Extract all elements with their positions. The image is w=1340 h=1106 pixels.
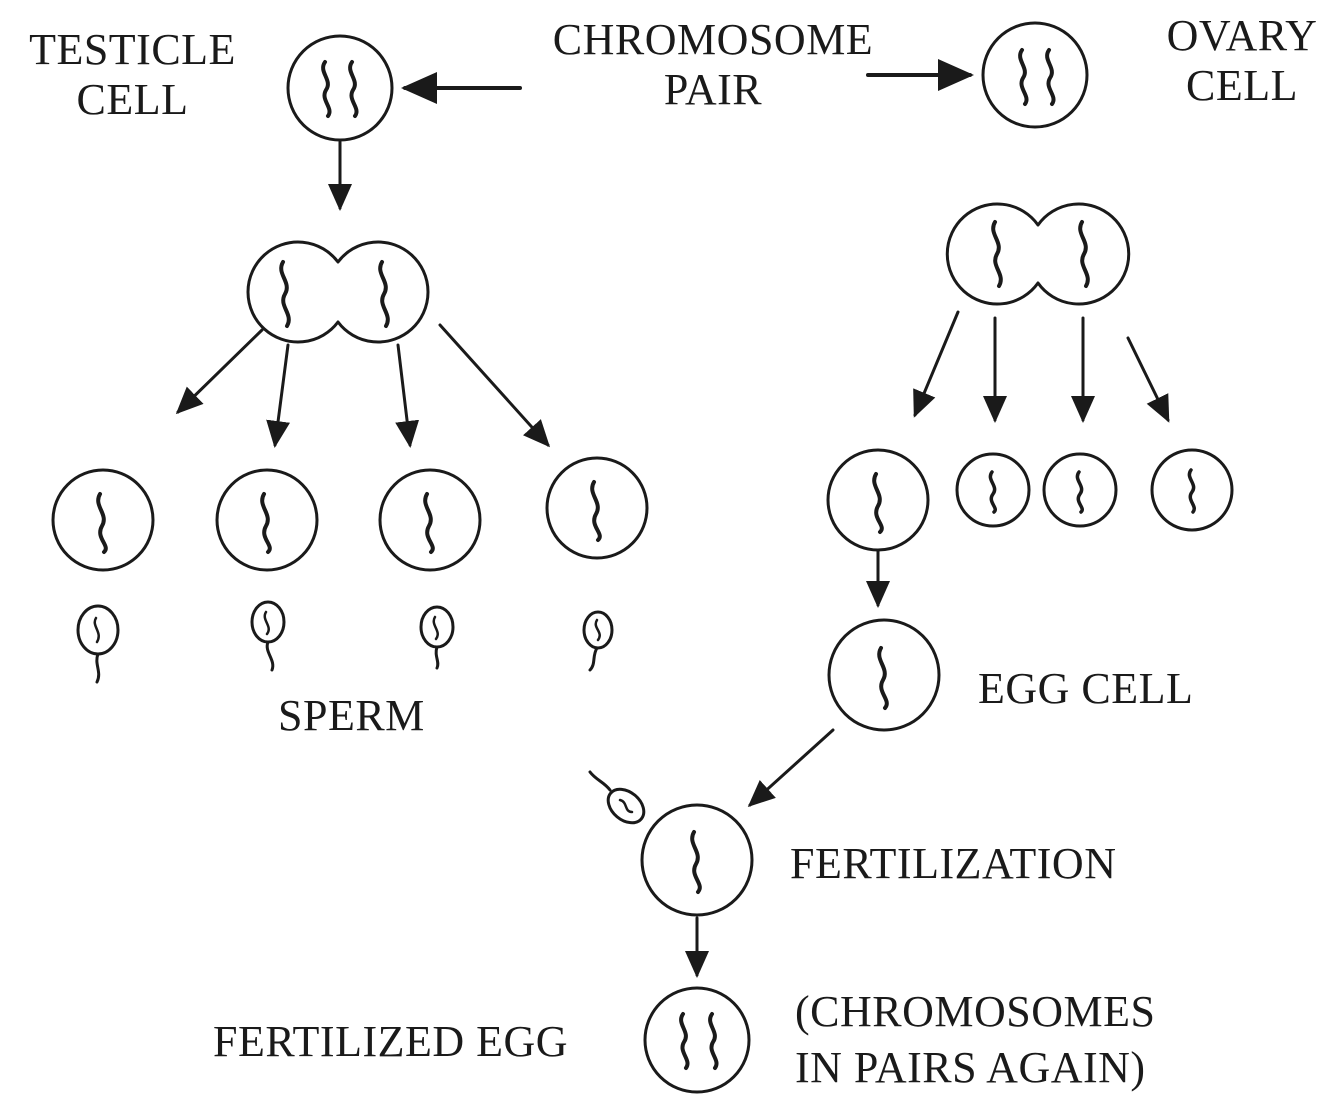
sperm-label: SPERM xyxy=(278,694,425,738)
chromosome-pair-label-line1: CHROMOSOME xyxy=(528,18,898,62)
egg-cell xyxy=(829,620,939,730)
sperm-cells xyxy=(78,602,612,682)
arrow-sperm-2 xyxy=(275,345,288,445)
testicle-cell-label-line1: TESTICLE xyxy=(20,28,245,72)
testicle-cell xyxy=(288,36,392,140)
ootid-and-polar-bodies xyxy=(828,450,1232,550)
testicle-cell-label: TESTICLE CELL xyxy=(20,28,245,122)
ovary-cell xyxy=(983,23,1087,127)
egg-cell-label: EGG CELL xyxy=(978,667,1193,711)
chromosome-pair-label-line2: PAIR xyxy=(528,68,898,112)
chromosomes-paired-note: (CHROMOSOMES IN PAIRS AGAIN) xyxy=(795,990,1156,1090)
fertilized-egg-label: FERTILIZED EGG xyxy=(213,1020,568,1064)
spermatid-cells xyxy=(53,458,647,570)
fertilization-cell xyxy=(590,772,752,915)
dividing-sperm-cell xyxy=(248,242,428,342)
arrow-sperm-4 xyxy=(440,325,548,445)
chromosome-pair-label: CHROMOSOME PAIR xyxy=(528,18,898,112)
ovary-cell-label-line2: CELL xyxy=(1148,64,1336,108)
ovary-cell-label-line1: OVARY xyxy=(1148,14,1336,58)
dividing-ovary-cell xyxy=(947,204,1128,304)
chromosomes-paired-note-line2: IN PAIRS AGAIN) xyxy=(795,1046,1156,1090)
arrow-egg-1 xyxy=(915,312,958,415)
fertilization-label: FERTILIZATION xyxy=(790,842,1116,886)
arrow-sperm-3 xyxy=(398,345,410,445)
ovary-cell-label: OVARY CELL xyxy=(1148,14,1336,108)
arrow-sperm-1 xyxy=(178,330,262,412)
fertilized-egg-cell xyxy=(645,988,749,1092)
testicle-cell-label-line2: CELL xyxy=(20,78,245,122)
arrow-to-fertilization xyxy=(750,730,833,805)
chromosomes-paired-note-line1: (CHROMOSOMES xyxy=(795,990,1156,1034)
arrow-egg-4 xyxy=(1128,338,1168,420)
